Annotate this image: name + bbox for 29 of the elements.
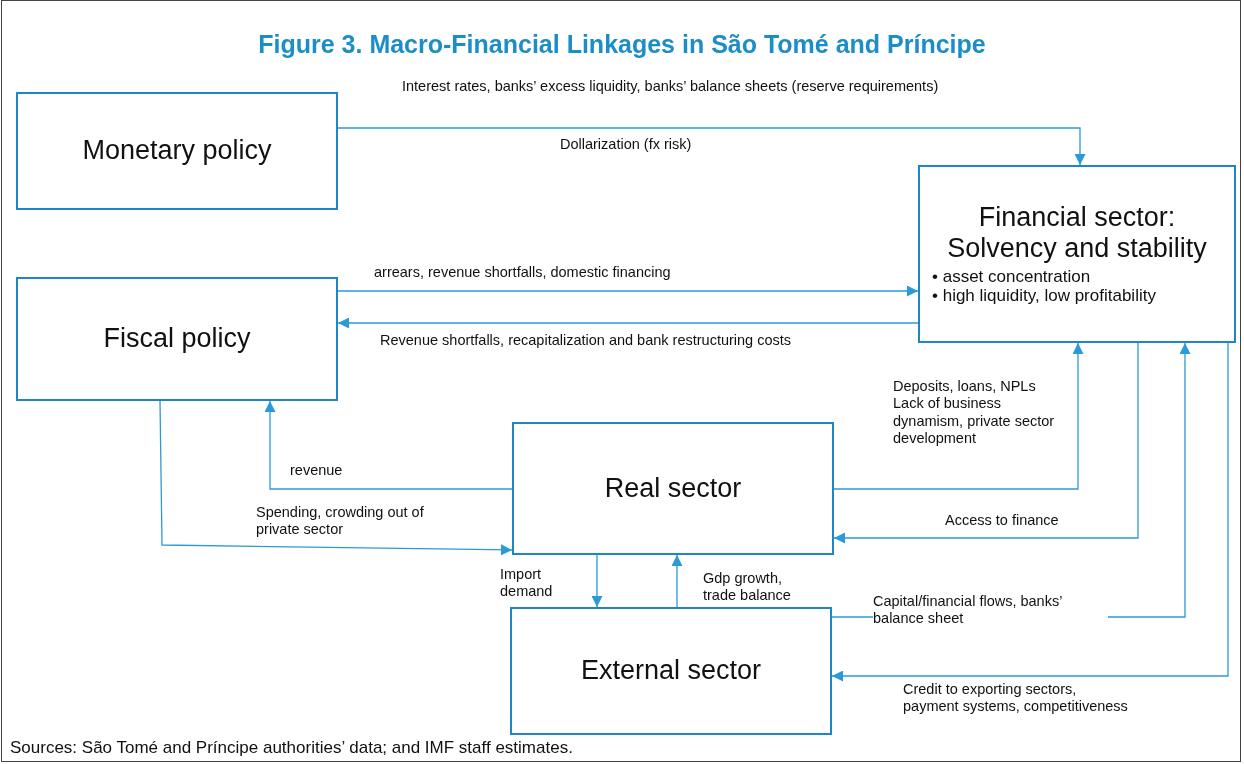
edge-label: Credit to exporting sectors, payment systems, competitiveness [903,681,1131,716]
info-box [918,165,1236,343]
connector-arrow [591,554,603,608]
connector-arrow [264,400,513,490]
box-heading: Monetary policy [82,135,272,167]
edge-label: Interest rates, banks’ excess liquidity, banks’ balance sheets (reserve requirements) [402,78,939,96]
figure-title: Figure 3. Macro-Financial Linkages in São Tomé and Príncipe [257,30,987,59]
annotation-text: Dollarization (fx risk) [560,136,692,154]
connector-arrow [833,342,1084,490]
box-heading: Fiscal policy [103,323,251,355]
connector-arrow [833,342,1139,544]
connector-arrow [831,342,1229,682]
connector-arrow [671,554,683,608]
sector-box [16,92,338,210]
sector-box [16,277,338,401]
box-heading: Real sector [604,472,742,504]
box-heading: External sector [580,655,762,687]
connector-arrow [159,400,513,556]
connector-arrow [337,317,919,329]
connector-arrow [337,127,1086,166]
sector-box [510,607,832,735]
source-note: Sources: São Tomé and Príncipe authorities’ data; and IMF staff estimates. [10,738,573,758]
connector-arrow [337,285,919,297]
bullet-item: • high liquidity, low profitability [932,286,1157,306]
edge-label: arrears, revenue shortfalls, domestic financing [374,264,671,282]
box-heading: Financial sector: Solvency and stability [947,202,1207,265]
edge-label: Revenue shortfalls, recapitalization and bank restructuring costs [380,332,792,350]
bullet-item: • asset concentration [932,266,1092,287]
sector-box [512,422,834,555]
